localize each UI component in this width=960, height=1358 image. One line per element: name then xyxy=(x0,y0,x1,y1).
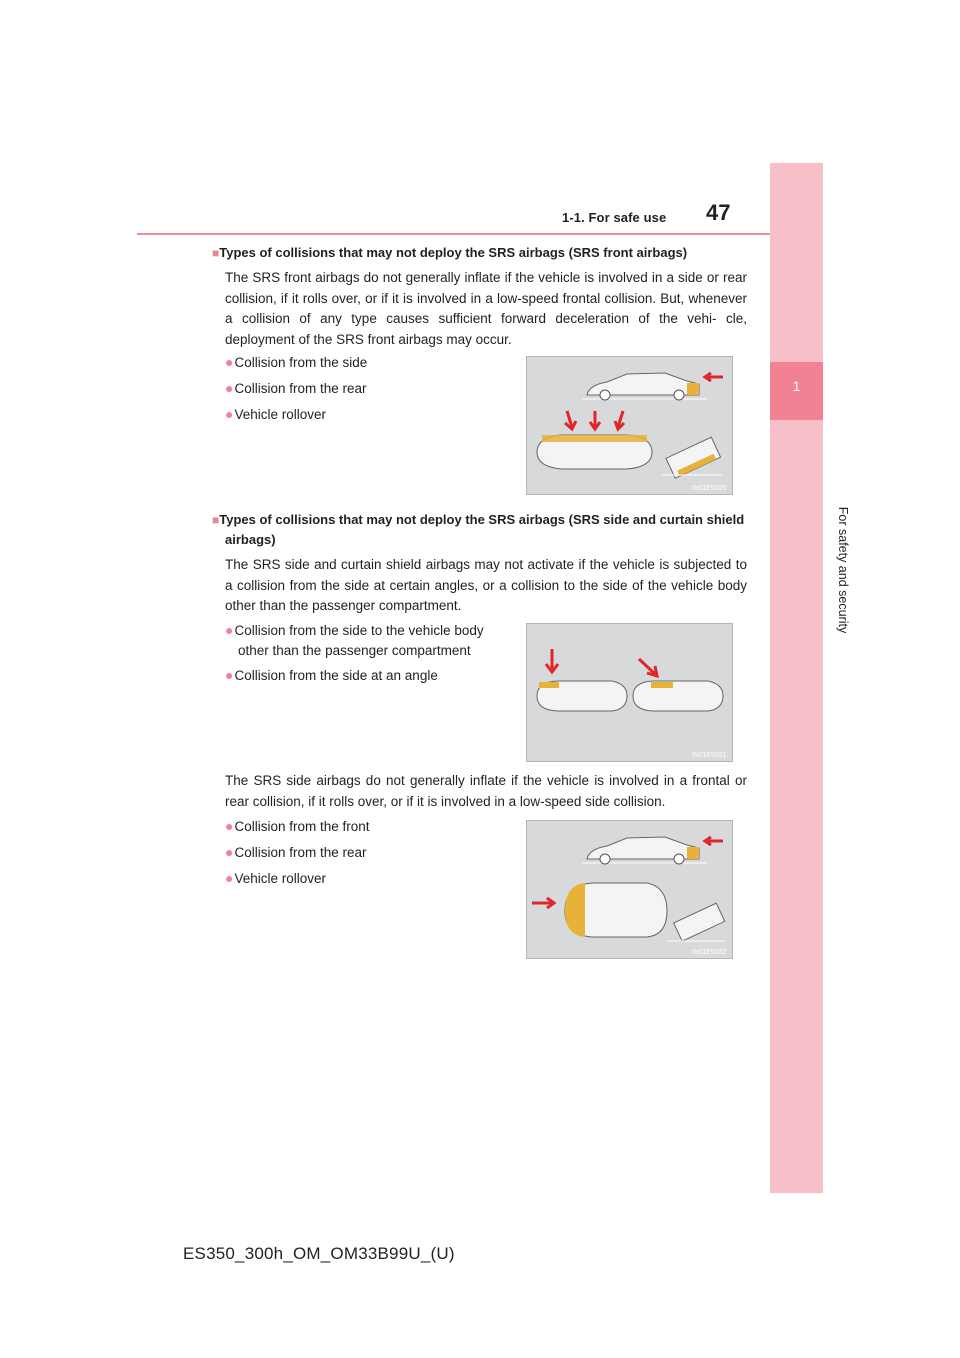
section1-paragraph: The SRS front airbags do not generally i… xyxy=(225,270,747,347)
figure-code: IN11E5022 xyxy=(692,949,727,956)
bullet-icon: ● xyxy=(225,870,234,886)
chapter-side-tab xyxy=(770,163,823,1193)
list-item: ●Collision from the side to the vehicle … xyxy=(225,622,484,658)
section2-paragraph: The SRS side and curtain shield airbags … xyxy=(225,557,747,613)
bullet-icon: ● xyxy=(225,818,234,834)
header-rule xyxy=(137,233,823,235)
collision-illustration: IN11E5021 xyxy=(536,649,727,759)
chapter-number-tab: 1 xyxy=(770,362,823,420)
bullet-icon: ● xyxy=(225,667,234,683)
bullet-icon: ● xyxy=(225,380,234,396)
bullet-icon: ● xyxy=(225,622,234,638)
figure-side-airbag-collisions: IN11E5021 xyxy=(526,623,733,762)
bullet-icon: ● xyxy=(225,844,234,860)
list-item: ●Collision from the side at an angle xyxy=(225,667,438,683)
section1-heading-text: Types of collisions that may not deploy … xyxy=(219,245,688,260)
figure-front-airbag-collisions: IN11E5020 xyxy=(526,356,733,495)
figure-code: IN11E5020 xyxy=(692,485,727,492)
list-item: ●Collision from the front xyxy=(225,818,370,834)
figure-side-airbag-other-collisions: IN11E5022 xyxy=(526,820,733,959)
collision-illustration: IN11E5022 xyxy=(532,835,727,956)
document-code: ES350_300h_OM_OM33B99U_(U) xyxy=(183,1244,455,1263)
section2-paragraph2: The SRS side airbags do not generally in… xyxy=(225,773,747,809)
section2-heading: ■Types of collisions that may not deploy… xyxy=(212,512,745,547)
bullet-icon: ● xyxy=(225,354,234,370)
heading-square-icon: ■ xyxy=(212,513,220,527)
bullet-icon: ● xyxy=(225,406,234,422)
list-item: ●Collision from the rear xyxy=(225,844,367,860)
chapter-number: 1 xyxy=(792,378,801,394)
list-item: ●Collision from the rear xyxy=(225,380,367,396)
list-item: ●Collision from the side xyxy=(225,354,368,370)
chapter-title: For safety and security xyxy=(836,506,850,634)
list-item: ●Vehicle rollover xyxy=(225,870,327,886)
collision-illustration: IN11E5020 xyxy=(536,371,727,492)
section1-heading: ■Types of collisions that may not deploy… xyxy=(212,243,757,263)
page-number: 47 xyxy=(706,200,731,225)
section-title: 1-1. For safe use xyxy=(562,210,667,225)
list-item: ●Vehicle rollover xyxy=(225,406,327,422)
figure-code: IN11E5021 xyxy=(692,752,727,759)
heading-square-icon: ■ xyxy=(212,246,220,260)
